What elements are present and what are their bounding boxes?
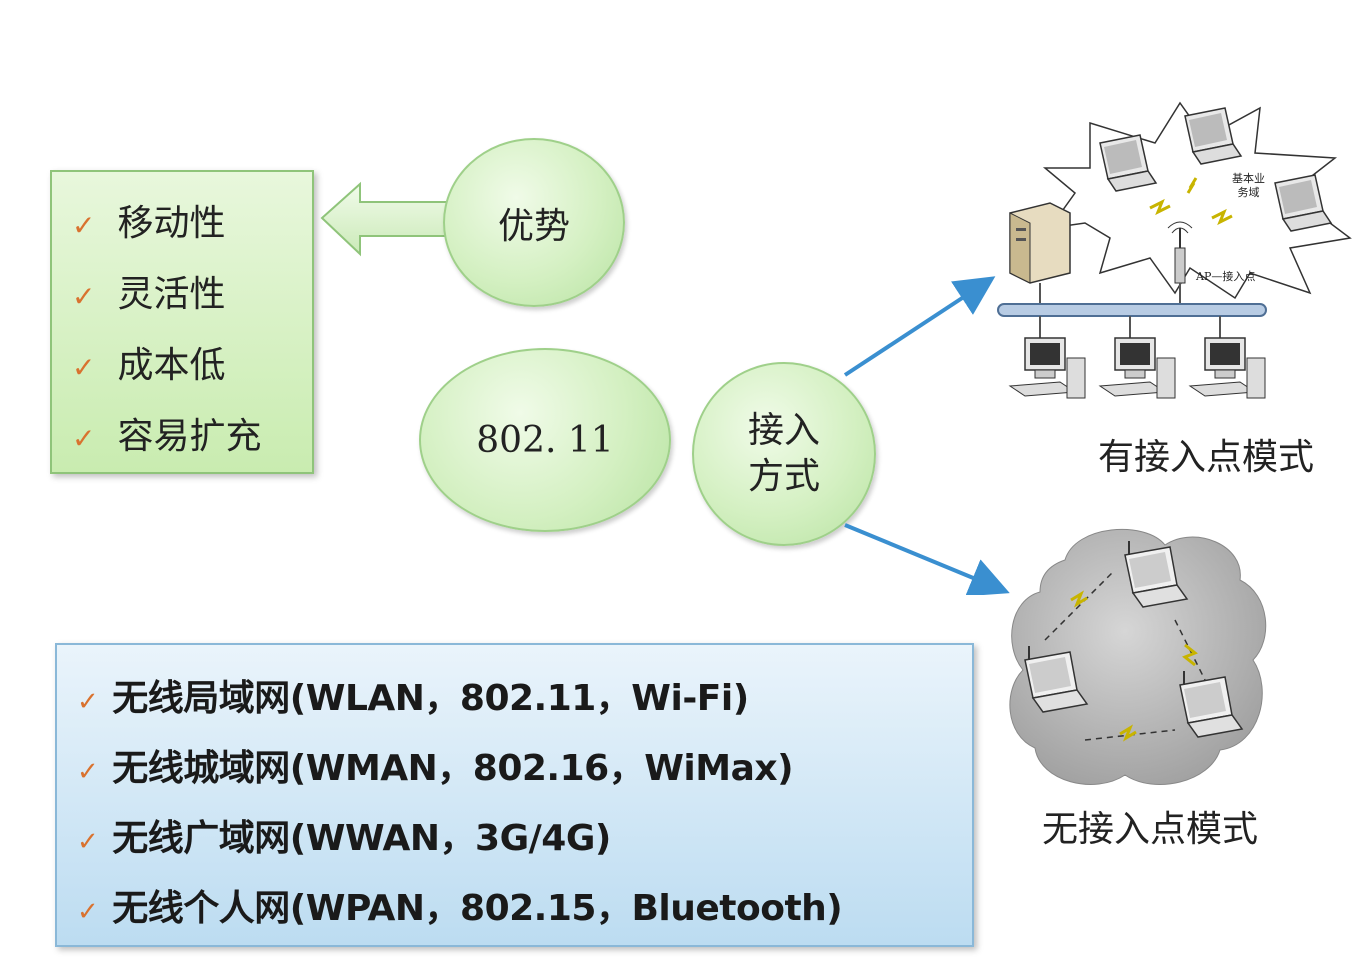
wireless-type-label: 无线局域网(WLAN，802.11，Wi-Fi)	[112, 678, 749, 719]
desktop-computer-icon	[1098, 337, 1176, 399]
access-mode-label-line1: 接入	[747, 410, 820, 451]
laptop-icon	[1184, 107, 1243, 165]
lightning-icon	[1186, 177, 1198, 194]
laptop-icon	[1179, 671, 1244, 738]
bss-label-line2: 务域	[1237, 186, 1260, 199]
check-icon: ✓	[72, 422, 96, 455]
wireless-type-label: 无线广域网(WWAN，3G/4G)	[112, 818, 611, 859]
ap-label: AP—接入点	[1196, 270, 1256, 283]
advantage-item: ✓ 容易扩充	[72, 407, 261, 459]
check-icon: ✓	[77, 757, 99, 787]
laptop-icon	[1099, 134, 1158, 192]
adhoc-diagram	[1009, 528, 1267, 786]
desktop-computer-icon	[1188, 337, 1266, 399]
wireless-type-item: ✓ 无线城域网(WMAN，802.16，WiMax)	[77, 739, 794, 791]
wireless-type-label: 无线个人网(WPAN，802.15，Bluetooth)	[112, 888, 843, 929]
advantage-label: 灵活性	[117, 274, 226, 315]
bss-label-line1: 基本业	[1232, 172, 1265, 185]
advantage-label: 容易扩充	[117, 416, 262, 457]
bss-label: 基本业 务域	[1232, 172, 1265, 200]
server-icon	[1009, 202, 1071, 308]
advantage-bubble: 优势	[443, 138, 625, 307]
lightning-icon	[1182, 643, 1198, 667]
lightning-icon	[1149, 198, 1171, 216]
arrow-to-infrastructure	[843, 276, 996, 377]
adhoc-caption: 无接入点模式	[1042, 809, 1259, 850]
wireless-type-item: ✓ 无线广域网(WWAN，3G/4G)	[77, 809, 611, 861]
advantage-bubble-label: 优势	[497, 205, 570, 247]
access-mode-bubble: 接入 方式	[692, 362, 876, 546]
laptop-icon	[1274, 174, 1333, 232]
check-icon: ✓	[77, 827, 99, 857]
arrow-to-adhoc	[844, 523, 1010, 595]
check-icon: ✓	[72, 351, 96, 384]
check-icon: ✓	[77, 897, 99, 927]
advantage-label: 移动性	[117, 203, 226, 244]
advantage-label: 成本低	[117, 345, 226, 386]
check-icon: ✓	[72, 280, 96, 313]
check-icon: ✓	[77, 687, 99, 717]
standard-bubble-label: 802. 11	[476, 419, 614, 461]
lightning-icon	[1211, 208, 1233, 226]
connector-arrows	[843, 276, 1010, 595]
lightning-icon	[1119, 724, 1137, 742]
desktop-computer-icon	[1008, 337, 1086, 399]
left-arrow-icon	[320, 181, 449, 257]
wireless-type-item: ✓ 无线局域网(WLAN，802.11，Wi-Fi)	[77, 669, 749, 721]
lightning-icon	[1070, 590, 1088, 608]
advantage-item: ✓ 移动性	[72, 194, 225, 246]
access-mode-label-line2: 方式	[747, 456, 820, 497]
check-icon: ✓	[72, 209, 96, 242]
advantage-item: ✓ 灵活性	[72, 265, 225, 317]
wireless-types-box: ✓ 无线局域网(WLAN，802.11，Wi-Fi) ✓ 无线城域网(WMAN，80…	[55, 643, 974, 947]
infrastructure-diagram	[997, 101, 1352, 399]
wireless-type-item: ✓ 无线个人网(WPAN，802.15，Bluetooth)	[77, 879, 843, 931]
standard-bubble: 802. 11	[419, 348, 671, 532]
network-bus	[997, 303, 1267, 317]
laptop-icon	[1124, 541, 1189, 608]
infrastructure-caption: 有接入点模式	[1098, 437, 1315, 478]
wireless-type-label: 无线城域网(WMAN，802.16，WiMax)	[112, 748, 794, 789]
laptop-icon	[1024, 646, 1089, 713]
advantage-item: ✓ 成本低	[72, 336, 225, 388]
advantages-box: ✓ 移动性 ✓ 灵活性 ✓ 成本低 ✓ 容易扩充	[50, 170, 314, 474]
